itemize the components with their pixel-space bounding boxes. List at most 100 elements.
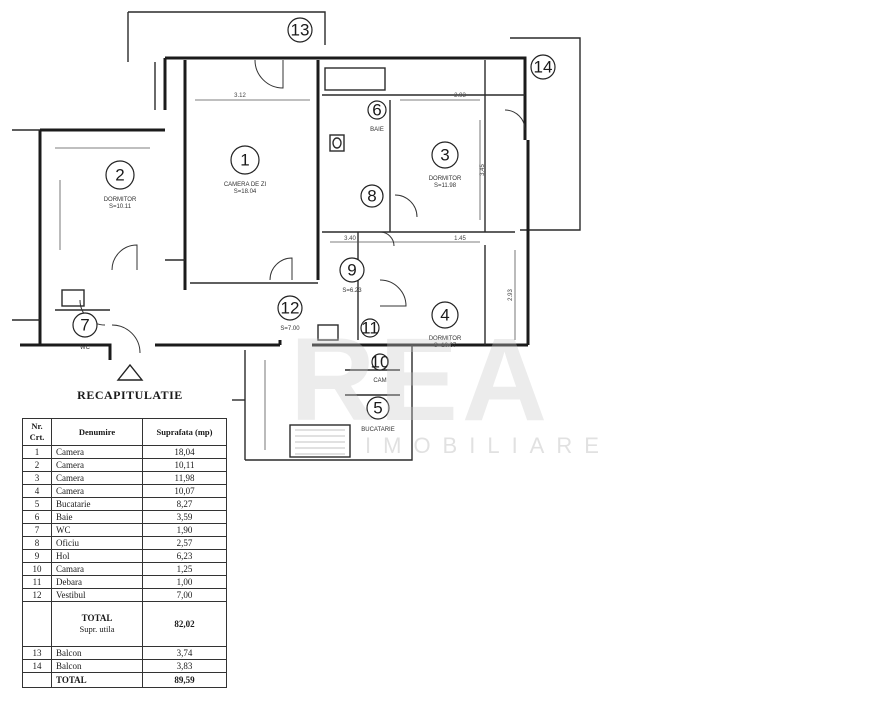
room-number-1: 1 (240, 151, 249, 170)
room-area-12: S=7.00 (280, 326, 300, 332)
room-area-4: S=10.07 (434, 343, 457, 349)
recap-cell-area: 8,27 (142, 497, 227, 511)
recap-cell-name: Debara (51, 575, 143, 589)
recap-title: RECAPITULATIE (77, 388, 183, 402)
room-number-14: 14 (534, 58, 553, 77)
recap-cell-name: Camara (51, 562, 143, 576)
room-label-2: DORMITOR (104, 197, 137, 203)
recap-cell-area: 7,00 (142, 588, 227, 602)
room-circle-5 (366, 396, 390, 420)
room-marker-12: 12S=7.00 (277, 295, 303, 332)
room-area-1: S=18.04 (234, 189, 257, 195)
recap-cell-nr: 12 (22, 588, 52, 602)
room-marker-11: 11 (360, 318, 380, 338)
recap-cell-area: 6,23 (142, 549, 227, 563)
recap-cell-area: 82,02 (142, 601, 227, 647)
recap-cell-area: 89,59 (142, 672, 227, 688)
recap-cell-name-text: Vestibul (56, 589, 86, 600)
recap-cell-area: 1,90 (142, 523, 227, 537)
recap-cell-name-text: Balcon (56, 660, 82, 671)
recap-cell-name-text: Debara (56, 576, 82, 587)
room-circle-4 (431, 301, 459, 329)
recap-row: 8 Oficiu 2,57 (22, 536, 227, 550)
recap-cell-name: Camera (51, 445, 143, 459)
recap-cell-nr: 9 (22, 549, 52, 563)
room-number-3: 3 (440, 146, 449, 165)
recap-cell-nr (22, 601, 52, 647)
room-circle-3 (431, 141, 459, 169)
dimension-label: 2.93 (508, 289, 514, 301)
room-circle-1 (230, 145, 260, 175)
recap-cell-name-text: Oficiu (56, 537, 79, 548)
recap-cell-area: 3,59 (142, 510, 227, 524)
recap-cell-area: 1,00 (142, 575, 227, 589)
room-number-5: 5 (373, 399, 382, 418)
recap-cell-name: Camera (51, 458, 143, 472)
room-circle-8 (360, 184, 384, 208)
dimension-label: 3.40 (344, 236, 356, 242)
room-number-8: 8 (367, 187, 376, 206)
room-circle-13 (287, 17, 313, 43)
room-marker-13: 13 (287, 17, 313, 43)
room-label-4: DORMITOR (429, 336, 462, 342)
recap-cell-name: Oficiu (51, 536, 143, 550)
recap-row: 12 Vestibul 7,00 (22, 588, 227, 602)
recap-cell-nr: 13 (22, 646, 52, 660)
recap-cell-name-text: Camera (56, 446, 84, 457)
plan-dimension-lines (55, 99, 516, 450)
recap-cell-area: 11,98 (142, 471, 227, 485)
recap-cell-area: 2,57 (142, 536, 227, 550)
recap-cell-area: 10,07 (142, 484, 227, 498)
room-number-13: 13 (291, 21, 310, 40)
plan-walls (12, 11, 581, 461)
recap-cell-name: Bucatarie (51, 497, 143, 511)
recap-cell-name: Hol (51, 549, 143, 563)
recap-cell-nr: 10 (22, 562, 52, 576)
recap-cell-name-text: Camera (56, 472, 84, 483)
room-number-7: 7 (80, 316, 89, 335)
room-area-2: S=10.11 (109, 204, 132, 210)
recap-cell-nr (22, 672, 52, 688)
room-label-1: CAMERA DE ZI (224, 182, 267, 188)
recap-cell-name: Camera (51, 484, 143, 498)
room-area-9: S=6.23 (342, 288, 362, 294)
recap-cell-nr: 4 (22, 484, 52, 498)
room-circle-9 (339, 257, 365, 283)
room-circle-2 (105, 160, 135, 190)
watermark: REA IMOBILIARE (290, 314, 599, 458)
recap-cell-nr: 6 (22, 510, 52, 524)
room-marker-9: 9S=6.23 (339, 257, 365, 294)
recap-cell-nr: 8 (22, 536, 52, 550)
room-number-9: 9 (347, 261, 356, 280)
room-circle-10 (371, 353, 389, 371)
recap-header-name: Denumire (51, 418, 143, 446)
room-number-10: 10 (371, 353, 390, 372)
plan-doors (79, 59, 526, 354)
recap-cell-nr: 3 (22, 471, 52, 485)
dimension-label: 1.45 (454, 236, 466, 242)
recap-header-row: Nr. Crt. Denumire Suprafata (mp) (22, 418, 227, 446)
recap-cell-nr: 14 (22, 659, 52, 673)
recap-cell-area: 18,04 (142, 445, 227, 459)
room-marker-7: 7WC (72, 312, 98, 351)
recap-cell-name: Camera (51, 471, 143, 485)
recap-header-nr: Nr. Crt. (22, 418, 52, 446)
recap-cell-name: TOTAL (51, 672, 143, 688)
room-circle-6 (367, 100, 387, 120)
room-number-4: 4 (440, 306, 449, 325)
